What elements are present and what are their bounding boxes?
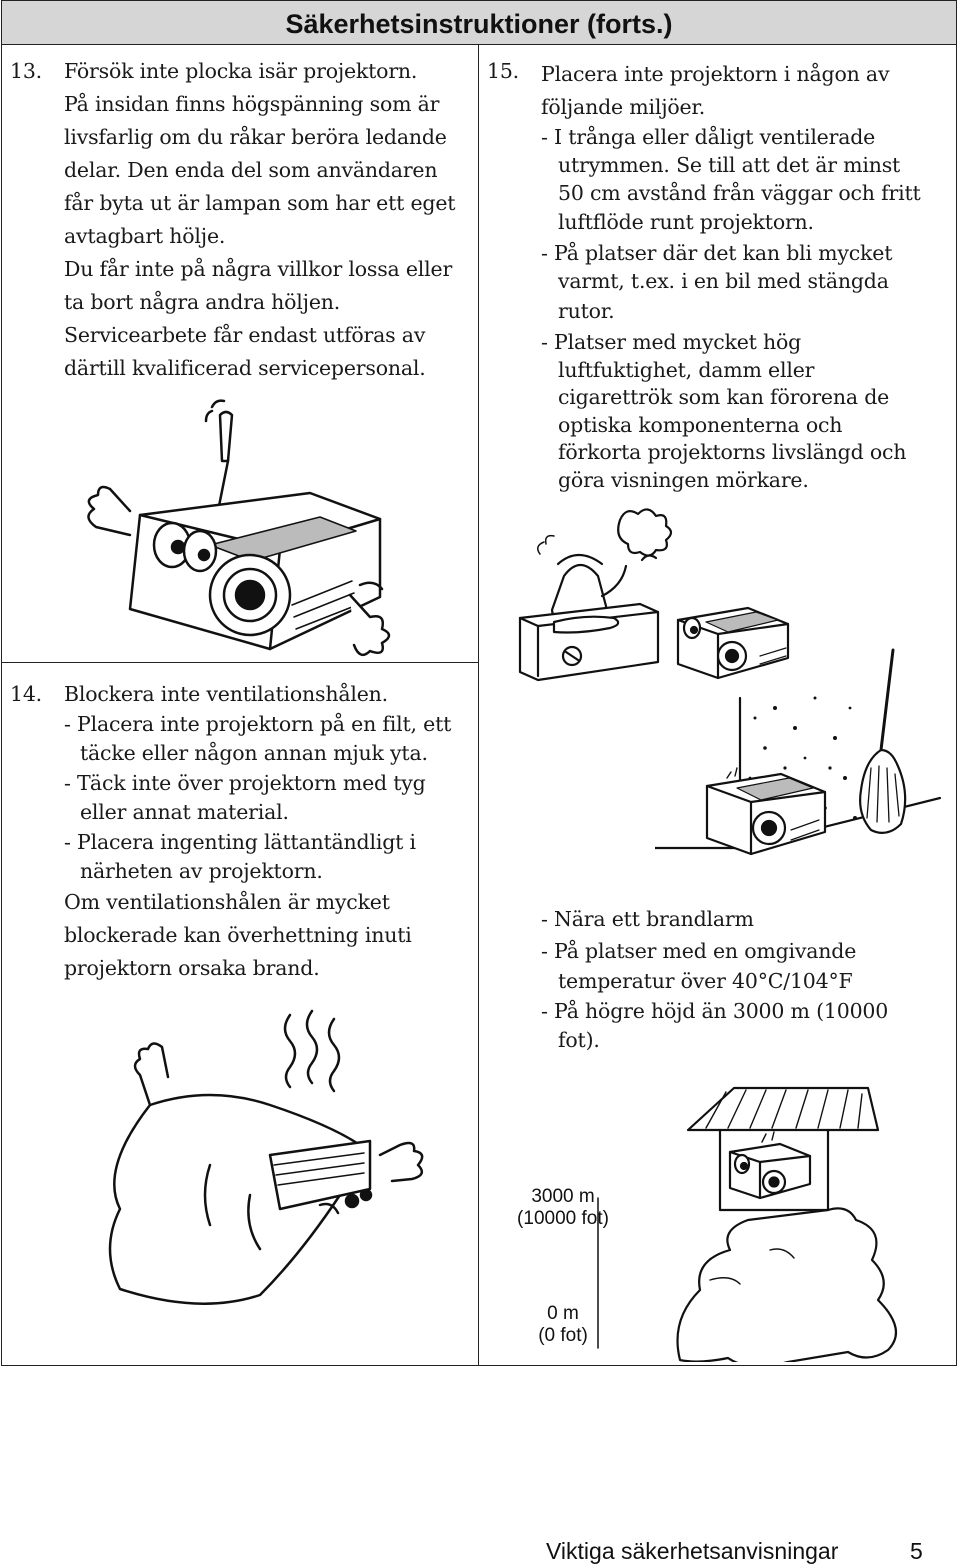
item-15-bullet: - I trånga eller dåligt ventilerade	[541, 125, 876, 149]
item-13-line: Du får inte på några villkor lossa eller	[64, 257, 453, 281]
page-title: Säkerhetsinstruktioner (forts.)	[1, 0, 957, 45]
item-13-line: Servicearbete får endast utföras av	[64, 323, 426, 347]
item-14-number: 14.	[10, 682, 43, 706]
projector-blanket-illustration	[90, 1005, 450, 1310]
broom-dust-projector-illustration	[655, 648, 945, 873]
item-14-bullet: - Täck inte över projektorn med tyg	[64, 771, 426, 795]
projector-screwdriver-illustration	[60, 395, 420, 657]
item-14-bullet: täcke eller någon annan mjuk yta.	[80, 741, 428, 765]
item-13-number: 13.	[10, 59, 43, 83]
item-15-bullet: rutor.	[558, 298, 615, 323]
item-13-line: livsfarlig om du råkar beröra ledande	[64, 125, 447, 149]
item-15-bullet: - På platser där det kan bli mycket	[541, 241, 893, 265]
item-13-line: får byta ut är lampan som har ett eget	[64, 191, 456, 215]
item-13-line: Försök inte plocka isär projektorn.	[64, 59, 418, 83]
item-14: 14. Blockera inte ventilationshålen. - P…	[10, 678, 475, 985]
kettle-stove-projector-illustration	[510, 500, 810, 685]
column-divider	[478, 44, 479, 1366]
item-15-bullet: göra visningen mörkare.	[558, 467, 809, 492]
item-15-bullet: temperatur över 40°C/104°F	[558, 969, 853, 993]
item-13-line: därtill kvalificerad servicepersonal.	[64, 356, 426, 380]
item-14-bullet: närheten av projektorn.	[80, 859, 323, 883]
item-15-number: 15.	[487, 59, 520, 83]
item-15-bullet: luftfuktighet, damm eller	[558, 357, 815, 382]
item-14-closing: blockerade kan överhettning inuti	[64, 923, 412, 947]
item-14-bullet: eller annat material.	[80, 800, 289, 824]
item-15-heading: följande miljöer.	[541, 95, 706, 119]
item-14-bullet: - Placera inte projektorn på en filt, et…	[64, 712, 452, 736]
item-15-bullet: utrymmen. Se till att det är minst	[558, 153, 901, 177]
altitude-top-value: 3000 m	[531, 1186, 595, 1207]
altitude-bottom-label: 0 m (0 fot)	[507, 1303, 619, 1347]
item-15-bullet: varmt, t.ex. i en bil med stängda	[558, 269, 889, 293]
content-table	[1, 44, 957, 1366]
item-15-bullet: - Nära ett brandlarm	[541, 907, 754, 931]
item-14-bullet: - Placera ingenting lättantändligt i	[64, 830, 416, 854]
item-13-line: På insidan finns högspänning som är	[64, 92, 440, 116]
item-13: 13. Försök inte plocka isär projektorn. …	[10, 55, 475, 385]
footer-section: Viktiga säkerhetsanvisningar	[546, 1538, 839, 1564]
item-15-bullet: - Platser med mycket hög	[541, 329, 802, 354]
item-15-bullet: luftflöde runt projektorn.	[558, 210, 814, 234]
item-15-bullet: 50 cm avstånd från väggar och fritt	[558, 180, 921, 205]
item-14-heading: Blockera inte ventilationshålen.	[64, 682, 388, 706]
item-15-continued: - Nära ett brandlarm - På platser med en…	[541, 903, 951, 1055]
item-15-heading: Placera inte projektorn i någon av	[541, 62, 890, 86]
mountain-house-projector-illustration	[560, 1080, 940, 1362]
altitude-top-unit: (10000 fot)	[517, 1208, 609, 1229]
item-14-closing: projektorn orsaka brand.	[64, 956, 320, 980]
item-15-bullet: optiska komponenterna och	[558, 412, 843, 437]
item-15-bullet: - På platser med en omgivande	[541, 939, 857, 963]
item-14-closing: Om ventilationshålen är mycket	[64, 890, 390, 914]
item-15-bullet: - På högre höjd än 3000 m (10000	[541, 999, 889, 1023]
item-13-line: avtagbart hölje.	[64, 224, 226, 248]
item-15-bullet: fot).	[558, 1028, 600, 1052]
altitude-bottom-unit: (0 fot)	[538, 1325, 588, 1346]
item-15-bullet: cigarettrök som kan förorena de	[558, 385, 890, 409]
item-15: 15. Placera inte projektorn i någon av f…	[487, 58, 952, 494]
item-15-bullet: förkorta projektorns livslängd och	[558, 440, 907, 464]
item-13-line: ta bort några andra höljen.	[64, 290, 341, 314]
page-number: 5	[910, 1538, 923, 1564]
item-13-line: delar. Den enda del som användaren	[64, 158, 438, 182]
altitude-top-label: 3000 m (10000 fot)	[507, 1186, 619, 1230]
row-divider	[1, 662, 479, 663]
altitude-bottom-value: 0 m	[547, 1303, 579, 1324]
